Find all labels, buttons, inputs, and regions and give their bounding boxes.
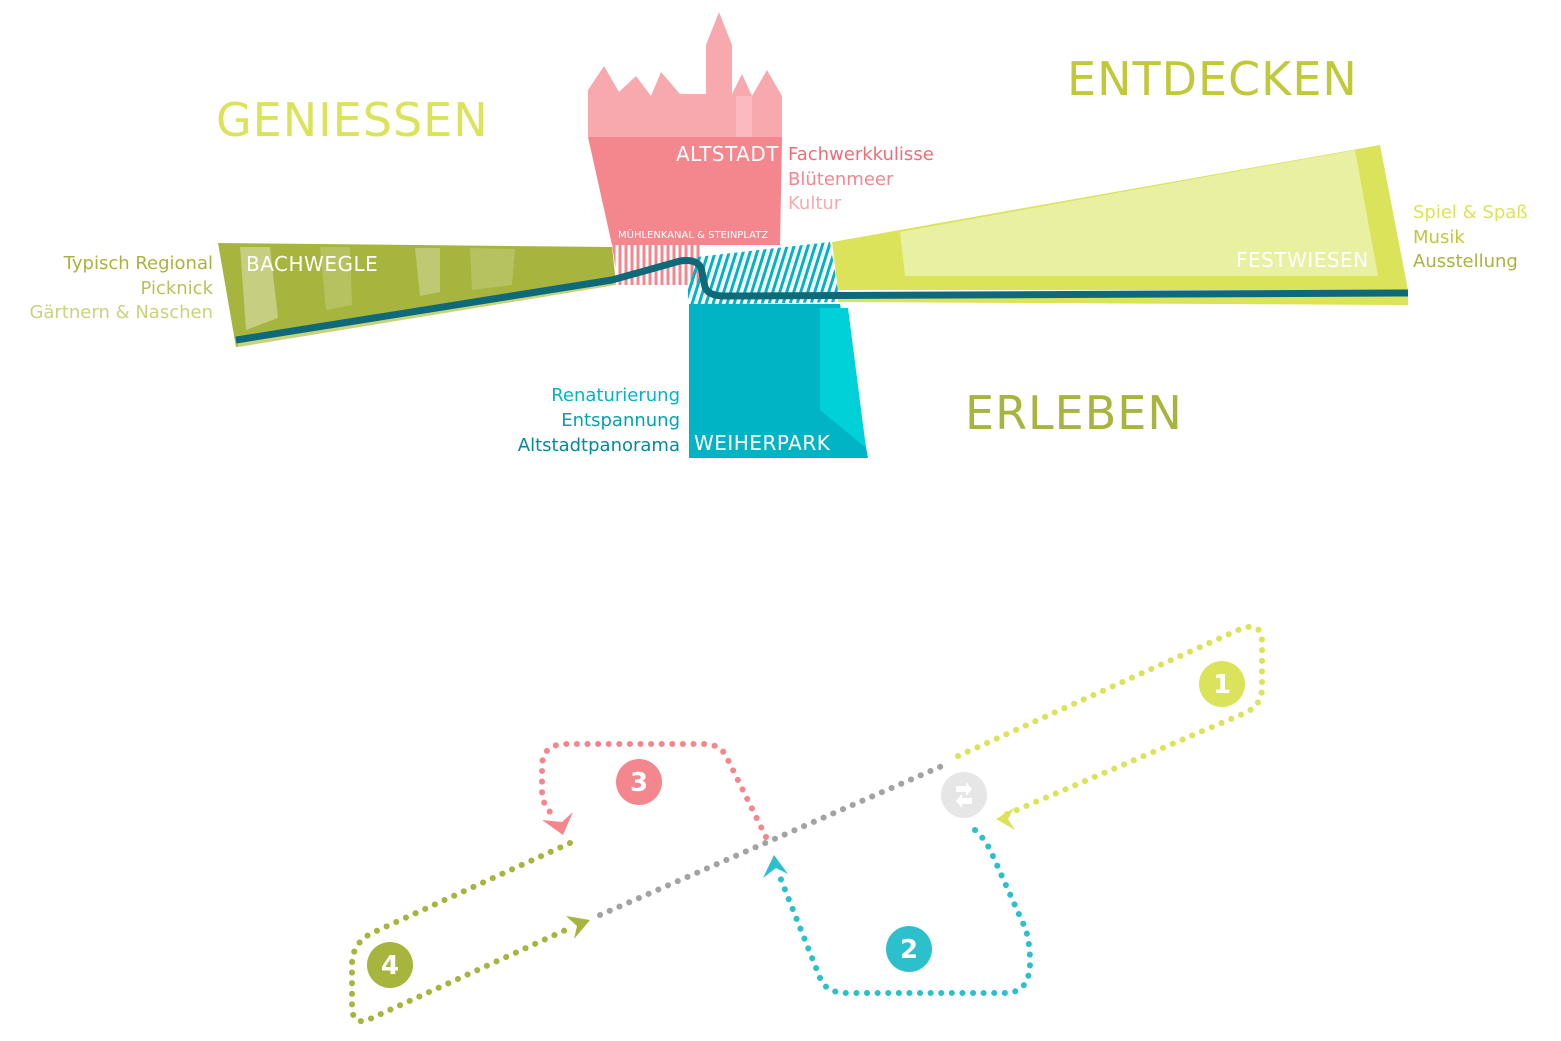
attr-ausstellung: Ausstellung xyxy=(1413,251,1518,272)
altstadt-skyline xyxy=(588,12,782,137)
route-1-path xyxy=(955,624,1265,818)
weiherpark-light xyxy=(820,308,866,448)
route-hub xyxy=(941,772,987,818)
route-2-marker xyxy=(886,926,932,972)
route-2-path xyxy=(775,827,1034,996)
attr-renaturierung: Renaturierung xyxy=(551,385,680,406)
attr-bluetenmeer: Blütenmeer xyxy=(788,169,894,190)
route-4-marker xyxy=(367,942,413,988)
route-1-number: 1 xyxy=(1213,670,1231,700)
route-central-axis xyxy=(597,763,945,918)
attr-picknick: Picknick xyxy=(140,278,213,299)
attr-typisch-regional: Typisch Regional xyxy=(63,253,213,274)
attr-spiel-spass: Spiel & Spaß xyxy=(1413,202,1528,223)
attr-altstadtpanorama: Altstadtpanorama xyxy=(518,435,680,456)
route-2-arrow-icon xyxy=(763,855,788,878)
zone-label-muehlenkanal: MÜHLENKANAL & STEINPLATZ xyxy=(618,228,768,241)
zone-label-festwiesen: FESTWIESEN xyxy=(1236,248,1369,272)
route-2-number: 2 xyxy=(900,935,918,965)
route-3-marker xyxy=(616,759,662,805)
route-4-path xyxy=(349,840,573,1024)
theme-erleben: ERLEBEN xyxy=(965,386,1183,440)
festwiesen-inner xyxy=(900,150,1378,276)
zone-label-weiherpark: WEIHERPARK xyxy=(694,431,831,455)
attr-musik: Musik xyxy=(1413,227,1465,248)
bachwegle-shape xyxy=(218,243,616,347)
attr-gaertnern-naschen: Gärtnern & Naschen xyxy=(29,302,213,323)
concept-map: GENIESSEN ENTDECKEN ERLEBEN ALTSTADT MÜH… xyxy=(29,12,1528,458)
route-3-arrow-icon xyxy=(542,812,573,835)
route-hub-cycle-icon xyxy=(956,782,972,808)
theme-entdecken: ENTDECKEN xyxy=(1067,52,1358,106)
zone-label-bachwegle: BACHWEGLE xyxy=(246,252,378,276)
zone-label-altstadt: ALTSTADT xyxy=(676,142,779,166)
route-3-path xyxy=(539,741,769,840)
theme-geniessen: GENIESSEN xyxy=(216,93,489,147)
attr-entspannung: Entspannung xyxy=(561,410,680,431)
route-3-number: 3 xyxy=(630,768,648,798)
river-line xyxy=(235,257,1409,344)
attr-fachwerkkulisse: Fachwerkkulisse xyxy=(788,144,934,165)
altstadt-tower-light xyxy=(736,96,752,137)
route-4-arrow-icon xyxy=(566,916,590,939)
route-4-number: 4 xyxy=(381,951,399,981)
route-diagram: 1 2 3 4 xyxy=(349,624,1265,1024)
route-1-arrow-icon xyxy=(996,808,1015,830)
route-1-marker xyxy=(1199,661,1245,707)
altstadt-base xyxy=(588,137,782,245)
weiherpark-block: WEIHERPARK xyxy=(689,304,868,458)
altstadt-block: ALTSTADT MÜHLENKANAL & STEINPLATZ xyxy=(588,12,782,245)
festwiesen-block: FESTWIESEN xyxy=(832,145,1408,305)
attr-kultur: Kultur xyxy=(788,193,842,214)
